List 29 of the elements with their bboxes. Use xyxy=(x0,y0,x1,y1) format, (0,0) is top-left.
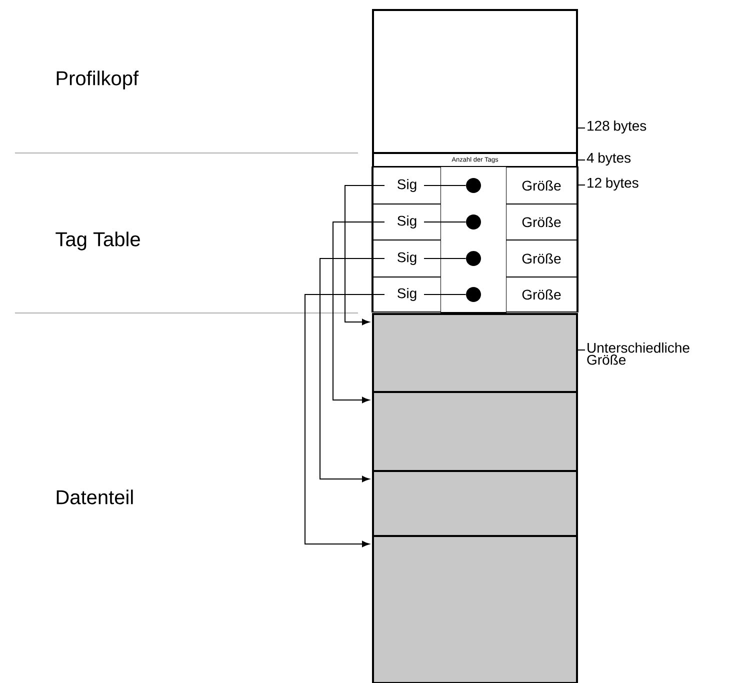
signature-cell: Sig xyxy=(372,204,442,240)
size-cell: Größe xyxy=(506,240,578,278)
section-label: Datenteil xyxy=(56,490,133,504)
size-cell: Größe xyxy=(506,166,578,204)
data-block xyxy=(372,470,578,537)
size-label: Unterschiedliche Größe xyxy=(578,342,690,365)
offset-dot xyxy=(466,287,481,302)
offset-dot xyxy=(466,251,481,266)
size-label: 12 bytes xyxy=(578,178,638,191)
connector-line xyxy=(424,294,466,295)
size-cell: Größe xyxy=(506,204,578,240)
connector-line xyxy=(424,185,466,186)
connector-line xyxy=(424,258,466,259)
signature-cell: Sig xyxy=(372,240,442,278)
data-block xyxy=(372,313,578,393)
arrow xyxy=(332,222,385,404)
arrow xyxy=(304,294,385,548)
arrow xyxy=(344,185,385,326)
size-cell: Größe xyxy=(506,276,578,312)
offset-dot xyxy=(466,214,481,230)
data-block xyxy=(372,391,578,472)
signature-cell: Sig xyxy=(372,166,442,204)
arrow xyxy=(320,258,385,482)
offset-dot xyxy=(466,178,481,193)
section-label: Profilkopf xyxy=(56,70,139,90)
size-label: 4 bytes xyxy=(578,152,631,166)
signature-cell: Sig xyxy=(372,276,442,312)
size-label: 128 bytes xyxy=(578,120,646,134)
section-label: Tag Table xyxy=(56,232,140,250)
